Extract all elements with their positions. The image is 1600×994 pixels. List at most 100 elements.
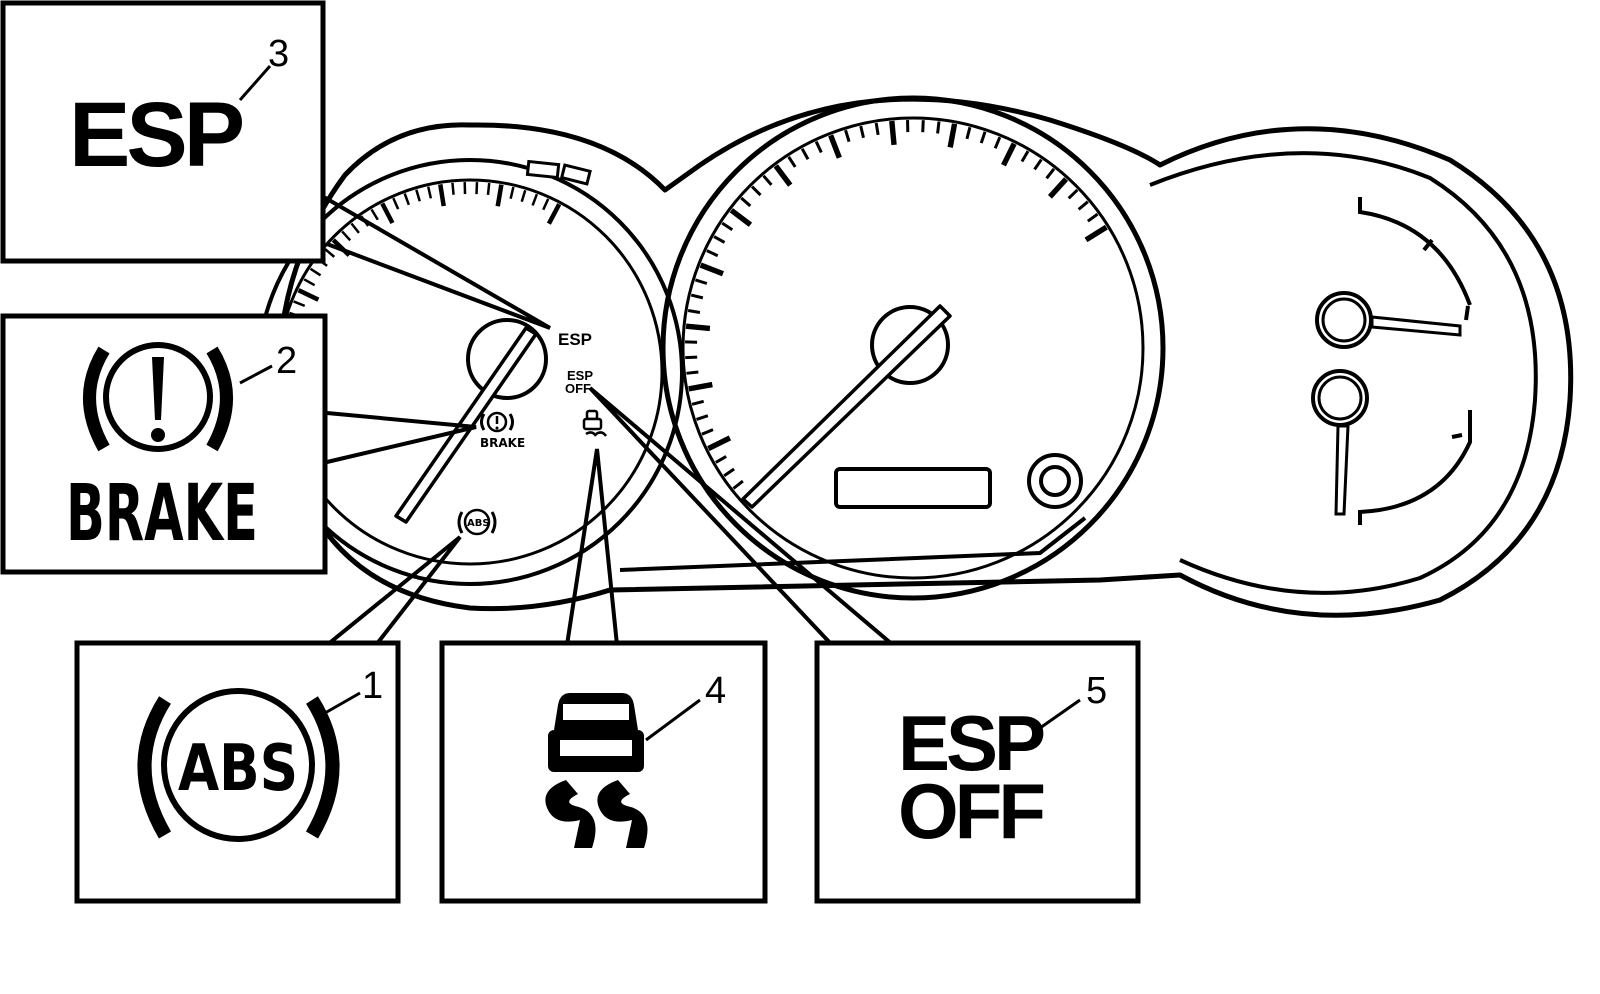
gauge-tick xyxy=(787,156,797,168)
gauge-tick xyxy=(993,136,1002,149)
center-gauge xyxy=(619,95,1166,601)
gauge-tick xyxy=(936,121,941,134)
callout-box-skid: 4 xyxy=(439,640,768,904)
leader-lines xyxy=(320,194,895,647)
gauge-tick xyxy=(859,125,865,139)
gauge-tick xyxy=(844,129,851,143)
gauge-tick xyxy=(706,249,719,258)
callout-brake-label: BRAKE xyxy=(66,469,258,559)
callout-esp-label: ESP xyxy=(69,84,243,186)
gauge-tick xyxy=(685,323,711,332)
gauge-tick xyxy=(732,479,744,490)
cluster-skid-icon xyxy=(582,409,608,437)
gauge-tick xyxy=(695,414,709,421)
gauge-tick xyxy=(495,184,504,207)
gauge-tick xyxy=(1001,142,1017,167)
gauge-tick xyxy=(874,122,880,136)
gauge-tick xyxy=(297,288,320,302)
cluster-esp-label: ESP xyxy=(558,330,592,349)
gauge-tick xyxy=(350,222,360,234)
right-gauge xyxy=(1311,197,1472,525)
gauge-tick xyxy=(828,134,842,159)
gauge-tick xyxy=(1033,158,1043,171)
gauge-tick xyxy=(1045,167,1056,180)
gauge-tick xyxy=(531,193,539,206)
gauge-tick xyxy=(721,221,734,231)
gauge-tick xyxy=(392,197,400,210)
gauge-tick xyxy=(687,309,701,314)
skidding-car-icon xyxy=(545,693,648,848)
gauge-tick xyxy=(694,278,708,285)
gauge-tick xyxy=(520,189,527,203)
gauge-tick xyxy=(701,428,714,436)
gauge-tick xyxy=(750,185,762,197)
gauge-tick xyxy=(309,267,322,277)
callout-number-5: 5 xyxy=(1086,670,1107,712)
gauge-tick xyxy=(403,193,411,206)
cluster-esp-off-label-line1: ESP xyxy=(567,368,593,383)
cluster-telltales: ESP ESP OFF BRAKE ABS xyxy=(457,330,608,536)
gauge-tick xyxy=(965,126,972,140)
callout-box-esp-off: ESP OFF 5 xyxy=(814,640,1141,904)
gauge-tick xyxy=(713,235,726,244)
gauge-tick xyxy=(723,467,735,478)
gauge-tick xyxy=(546,203,562,225)
gauge-tick xyxy=(814,140,823,154)
cluster-esp-off-label-line2: OFF xyxy=(565,381,591,396)
gauge-tick xyxy=(1020,150,1030,163)
gauge-tick xyxy=(889,120,897,146)
gauge-tick xyxy=(762,174,773,186)
gauge-tick xyxy=(686,370,699,375)
abs-warning-icon xyxy=(137,688,340,842)
gauge-tick xyxy=(370,208,379,221)
gauge-tick xyxy=(685,355,698,360)
gauge-tick xyxy=(341,230,352,242)
gauge-tick xyxy=(438,183,446,207)
gauge-tick xyxy=(979,131,987,144)
gauge-tick xyxy=(486,182,491,196)
callout-esp-off-label-line2: OFF xyxy=(898,767,1043,855)
gauge-tick xyxy=(707,435,732,451)
cluster-abs-icon xyxy=(457,508,497,536)
callout-number-2: 2 xyxy=(276,340,297,382)
gauge-tick xyxy=(729,208,753,227)
gauge-tick xyxy=(1086,212,1099,223)
callout-number-1: 1 xyxy=(362,665,383,707)
cluster-brake-label: BRAKE xyxy=(480,436,525,450)
gauge-tick xyxy=(691,399,705,406)
gauge-tick xyxy=(293,300,306,308)
callout-box-brake: BRAKE 2 xyxy=(0,313,328,575)
gauge-tick xyxy=(773,164,793,187)
gauge-tick xyxy=(427,186,433,199)
callout-box-abs: ABS 1 xyxy=(74,640,401,904)
gauge-tick xyxy=(1047,177,1069,199)
callout-number-3: 3 xyxy=(268,33,289,75)
callout-abs-label: ABS xyxy=(178,732,298,806)
gauge-tick xyxy=(509,186,515,199)
gauge-tick xyxy=(800,148,810,160)
brake-warning-icon xyxy=(83,342,233,452)
callout-number-4: 4 xyxy=(705,670,726,712)
gauge-tick xyxy=(947,123,958,148)
gauge-tick xyxy=(324,248,336,258)
cluster-brake-icon xyxy=(480,411,514,433)
gauge-tick xyxy=(542,198,550,211)
cluster-housing xyxy=(276,96,1574,618)
gauge-tick xyxy=(699,262,724,277)
gauge-tick xyxy=(1077,200,1089,211)
gauge-tick xyxy=(1084,224,1108,243)
cluster-abs-label: ABS xyxy=(467,518,490,529)
callout-esp-off-label-line1: ESP xyxy=(898,699,1044,787)
gauge-tick xyxy=(715,455,727,464)
gauge-tick xyxy=(451,182,455,195)
gauge-tick xyxy=(688,381,713,392)
gauge-tick xyxy=(415,189,421,202)
odometer-display xyxy=(834,467,992,509)
gauge-tick xyxy=(303,278,316,287)
gauge-tick xyxy=(380,202,395,225)
callout-box-esp: ESP 3 xyxy=(0,0,326,264)
gauge-tick xyxy=(921,120,925,133)
gauge-tick xyxy=(690,293,704,300)
gauge-tick xyxy=(740,196,752,208)
